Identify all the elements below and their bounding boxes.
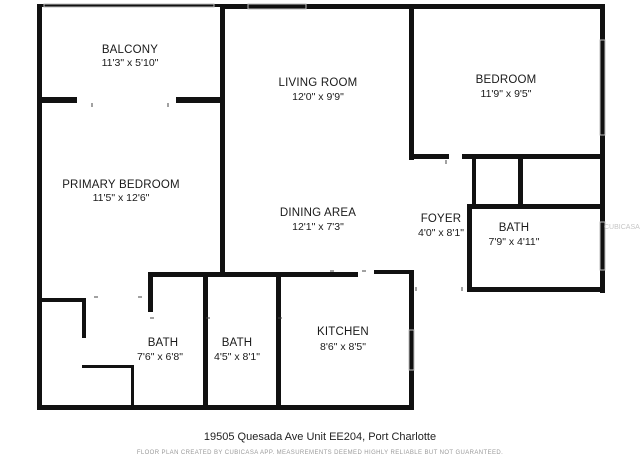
wall-bedroom-south-b (462, 154, 605, 159)
wall-west (37, 4, 42, 410)
window-bath-east (599, 221, 606, 271)
wall-bedroom-south-a (409, 154, 449, 159)
floor-plan: BALCONY 11'3" x 5'10" LIVING ROOM 12'0" … (37, 3, 606, 410)
room-dim-foyer: 4'0" x 8'1" (418, 227, 464, 239)
wall-closet-south (82, 365, 134, 368)
wall-living-west (220, 4, 225, 276)
room-name-balcony: BALCONY (102, 44, 158, 56)
wall-balcony-north (37, 4, 222, 7)
room-dim-bath-primary: 7'6" x 6'8" (137, 351, 183, 363)
disclaimer: FLOOR PLAN CREATED BY CUBICASA APP. MEAS… (136, 450, 504, 456)
wall-closet-east-top (82, 298, 86, 338)
room-name-dining-area: DINING AREA (280, 207, 356, 219)
wall-bedroom-west (409, 4, 414, 160)
room-dim-primary-bedroom: 11'5" x 12'6" (93, 192, 150, 204)
room-dim-dining-area: 12'1" x 7'3" (292, 221, 344, 233)
window-bedroom-east (599, 39, 606, 136)
door-marks (91, 103, 463, 319)
wall-closet-west (472, 154, 476, 209)
window-kitchen-east (408, 329, 415, 371)
windows (43, 3, 606, 371)
room-dim-bedroom: 11'9" x 9'5" (481, 88, 532, 100)
room-dim-living-room: 12'0" x 9'9" (292, 91, 344, 103)
balcony-railing (43, 3, 215, 8)
wall-bath-primary-east-top (148, 272, 153, 312)
wall-bath-east-west (467, 204, 472, 292)
room-name-living-room: LIVING ROOM (279, 77, 358, 89)
wall-kitchen-north-stub (374, 270, 414, 274)
wall-balcony-south-a (37, 97, 77, 103)
wall-kitchen-east (409, 270, 414, 410)
property-address: 19505 Quesada Ave Unit EE204, Port Charl… (203, 431, 437, 443)
room-name-bath-primary: BATH (148, 337, 179, 349)
room-name-kitchen: KITCHEN (317, 326, 369, 338)
wall-bath-east-north (472, 204, 605, 209)
room-name-primary-bedroom: PRIMARY BEDROOM (62, 179, 180, 191)
wall-closet-east-bottom (131, 365, 134, 405)
wall-bath-south (467, 287, 605, 292)
wall-bath-hall-west (203, 272, 208, 406)
watermark: CUBICASA (604, 224, 640, 231)
wall-balcony-south-b (176, 97, 225, 103)
exterior-walls (37, 4, 605, 410)
wall-closet-north (37, 298, 85, 302)
interior-walls (37, 97, 605, 406)
room-name-bedroom: BEDROOM (476, 74, 537, 86)
room-name-bath-hall: BATH (222, 337, 253, 349)
window-living-north (247, 3, 307, 10)
wall-south (37, 405, 414, 410)
wall-primary-south (148, 272, 358, 277)
room-name-foyer: FOYER (421, 213, 462, 225)
room-dim-kitchen: 8'6" x 8'5" (320, 341, 366, 353)
wall-closet-divider (518, 154, 523, 206)
wall-east (600, 4, 605, 293)
room-labels: BALCONY 11'3" x 5'10" LIVING ROOM 12'0" … (62, 44, 540, 363)
wall-kitchen-west (276, 272, 281, 406)
room-name-bath-east: BATH (499, 222, 530, 234)
room-dim-balcony: 11'3" x 5'10" (102, 57, 159, 69)
room-dim-bath-east: 7'9" x 4'11" (489, 236, 540, 248)
room-dim-bath-hall: 4'5" x 8'1" (214, 351, 260, 363)
